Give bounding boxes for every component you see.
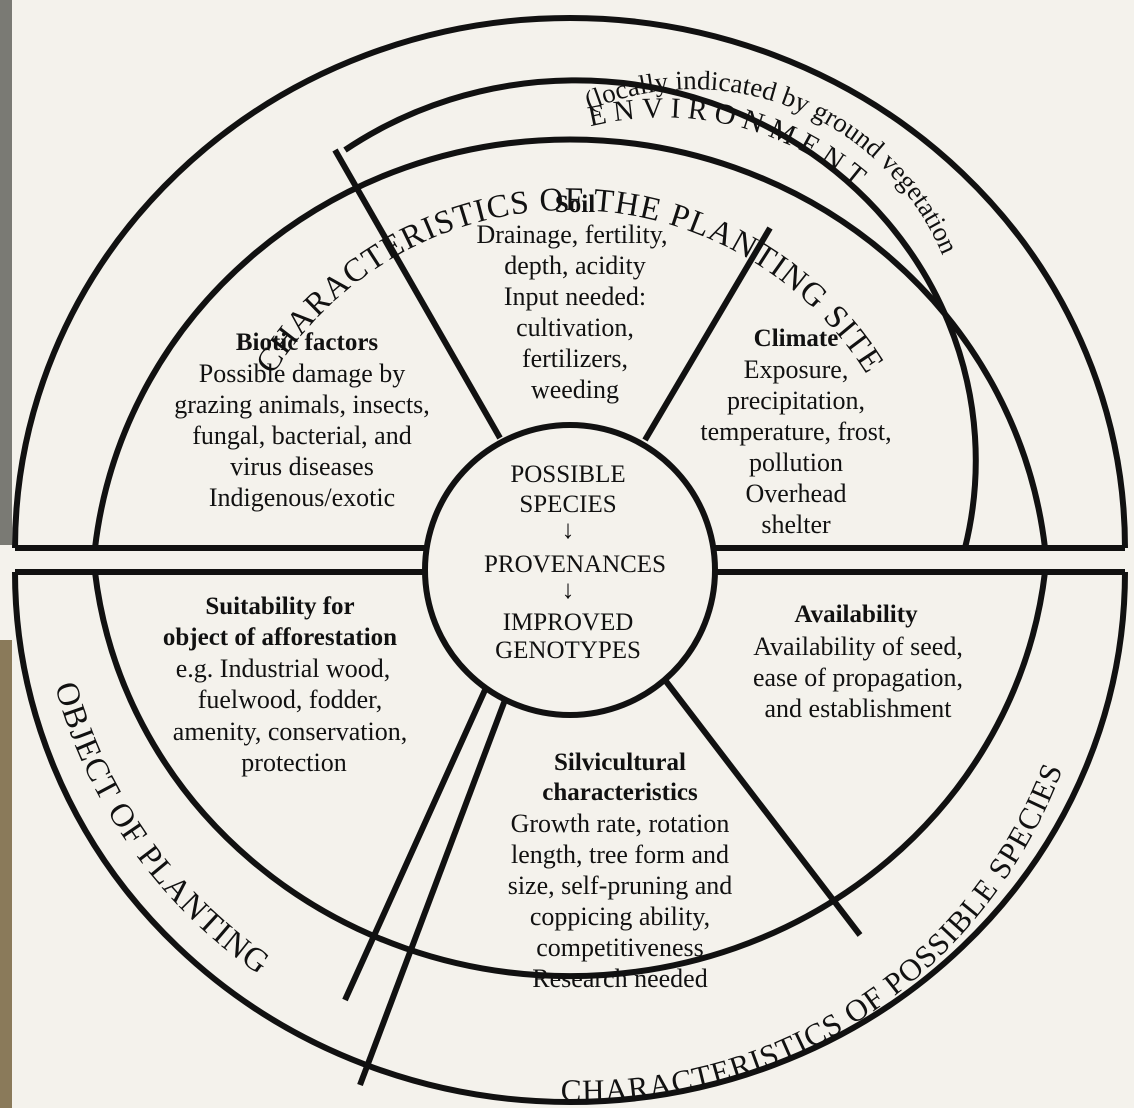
suitability-title-2: object of afforestation [163,624,397,651]
biotic-title: Biotic factors [236,329,379,356]
center-arrow-2: ↓ [562,575,575,604]
soil-line: Input needed: [504,282,646,311]
center-line-1: POSSIBLE [510,461,625,488]
outer-ring-bottom [12,571,1128,1105]
silvicultural-line: coppicing ability, [530,902,710,931]
silvicultural-line: size, self-pruning and [508,871,733,900]
availability-sector: Availability Availability of seed, ease … [753,601,963,723]
soil-line: cultivation, [516,313,634,342]
silvicultural-line: length, tree form and [511,840,729,869]
silvicultural-title-1: Silvicultural [554,749,686,776]
biotic-sector: Biotic factors Possible damage by grazin… [174,329,430,512]
environment-ring [343,77,979,549]
climate-sector: Climate Exposure, precipitation, tempera… [700,325,891,539]
middle-ring-top [92,136,1048,549]
suitability-title-1: Suitability for [205,593,354,620]
suitability-line: fuelwood, fodder, [198,685,383,714]
silvicultural-title-2: characteristics [542,779,698,806]
suitability-line: protection [241,748,346,777]
soil-title: Soil [555,191,595,218]
ring-outlines [12,15,1128,1105]
silvicultural-sector: Silvicultural characteristics Growth rat… [508,749,733,993]
biotic-line: fungal, bacterial, and [192,421,411,450]
availability-line: and establishment [764,694,952,723]
silvicultural-line: Research needed [532,964,707,993]
soil-line: depth, acidity [504,251,646,280]
availability-line: Availability of seed, [753,632,963,661]
biotic-line: Indigenous/exotic [209,483,395,512]
availability-line: ease of propagation, [753,663,963,692]
soil-line: Drainage, fertility, [476,220,667,249]
biotic-line: grazing animals, insects, [174,390,430,419]
climate-title: Climate [754,325,839,352]
climate-line: temperature, frost, [700,417,891,446]
suitability-line: amenity, conservation, [173,717,407,746]
soil-line: weeding [531,375,619,404]
climate-line: shelter [761,510,831,539]
center-arrow-1: ↓ [562,515,575,544]
availability-title: Availability [794,601,918,628]
center-line-2: SPECIES [519,491,616,518]
climate-line: Exposure, [744,355,849,384]
center-label: POSSIBLE SPECIES ↓ PROVENANCES ↓ IMPROVE… [484,461,666,664]
center-line-3: PROVENANCES [484,551,666,578]
center-line-4: IMPROVED [503,609,634,636]
soil-sector: Soil Drainage, fertility, depth, acidity… [476,191,667,404]
center-line-5: GENOTYPES [495,637,641,664]
soil-line: fertilizers, [522,344,628,373]
climate-line: Overhead [745,479,846,508]
biotic-line: Possible damage by [199,359,406,388]
suitability-line: e.g. Industrial wood, [176,654,390,683]
left-edge-photo-strip [0,0,12,545]
climate-line: pollution [749,448,843,477]
climate-line: precipitation, [727,386,865,415]
suitability-sector: Suitability for object of afforestation … [163,593,407,777]
middle-ring-bottom [92,571,1048,980]
biotic-line: virus diseases [230,452,374,481]
outer-ring-top [12,15,1128,549]
left-edge-photo-strip-lower [0,640,12,1108]
silvicultural-line: Growth rate, rotation [511,809,730,838]
silvicultural-line: competitiveness [536,933,704,962]
